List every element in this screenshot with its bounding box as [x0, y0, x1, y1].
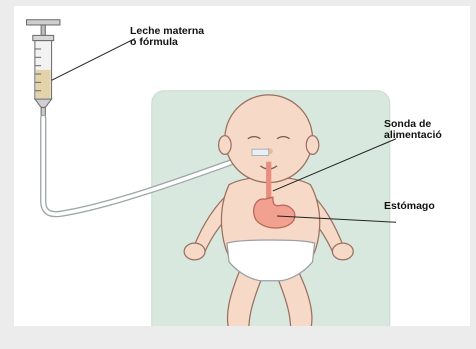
nasal-tape	[252, 149, 269, 155]
tube-label-line2: alimentació	[384, 130, 470, 141]
tube-label: Sonda de alimentació	[384, 119, 470, 141]
feeding-tube-diagram	[14, 6, 470, 326]
milk-leader-line	[52, 39, 136, 81]
stomach-label-text: Estómago	[384, 201, 435, 212]
milk-label-line2: o fórmula	[130, 37, 204, 48]
stomach-label: Estómago	[384, 201, 435, 212]
diagram-frame: Leche materna o fórmula Sonda de aliment…	[14, 6, 470, 326]
syringe	[27, 20, 60, 118]
milk-label: Leche materna o fórmula	[130, 26, 204, 48]
